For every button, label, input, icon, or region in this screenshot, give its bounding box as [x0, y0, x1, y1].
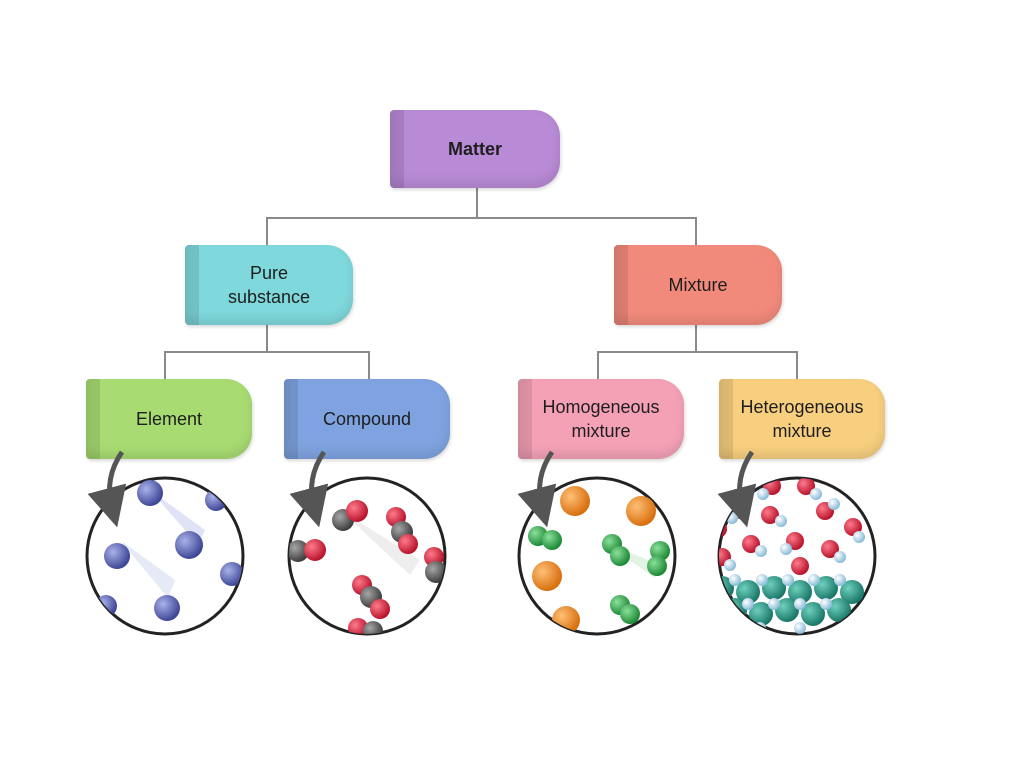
connector-matter-down	[476, 188, 478, 218]
node-compound-label: Compound	[322, 409, 412, 429]
connector-level1-horizontal	[266, 217, 697, 219]
node-mixture: Mixture	[614, 245, 782, 325]
node-element-label: Element	[135, 409, 203, 429]
connector-to-homogeneous	[597, 351, 599, 379]
connector-mixture-down	[695, 325, 697, 352]
connector-to-element	[164, 351, 166, 379]
connector-pure-down	[266, 325, 268, 352]
node-element: Element	[86, 379, 252, 459]
node-heterogeneous-mixture: Heterogeneous mixture	[719, 379, 885, 459]
connector-to-pure	[266, 217, 268, 247]
node-matter: Matter	[390, 110, 560, 188]
element-particles	[85, 450, 245, 636]
connector-to-mixture	[695, 217, 697, 247]
connector-mixture-horizontal	[597, 351, 798, 353]
node-homogeneous-label: Homogeneous mixture	[542, 397, 660, 441]
connector-pure-horizontal	[164, 351, 370, 353]
node-matter-label: Matter	[447, 139, 502, 159]
node-homogeneous-mixture: Homogeneous mixture	[518, 379, 684, 459]
connector-to-compound	[368, 351, 370, 379]
node-mixture-label: Mixture	[668, 275, 728, 295]
node-compound: Compound	[284, 379, 450, 459]
homogeneous-particles	[517, 450, 677, 636]
heterogeneous-particles	[717, 450, 877, 636]
node-pure-substance-label: Pure substance	[227, 263, 311, 307]
connector-to-heterogeneous	[796, 351, 798, 379]
node-heterogeneous-label: Heterogeneous mixture	[740, 397, 864, 441]
compound-particles	[287, 450, 447, 636]
node-pure-substance: Pure substance	[185, 245, 353, 325]
